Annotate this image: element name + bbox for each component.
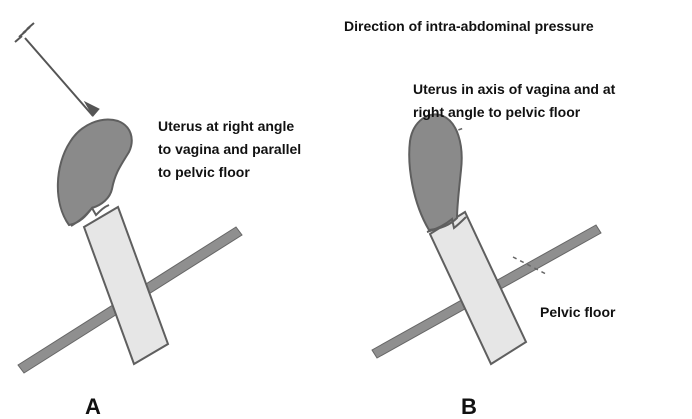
pelvic-floor-label: Pelvic floor bbox=[540, 304, 616, 320]
uterus-a-label-1: Uterus at right angle bbox=[158, 118, 294, 134]
panel-a-label: A bbox=[85, 394, 101, 419]
vagina-b bbox=[430, 212, 526, 364]
uterus-a-label-3: to pelvic floor bbox=[158, 164, 250, 180]
uterus-a-label-2: to vagina and parallel bbox=[158, 141, 301, 157]
panel-b-label: B bbox=[461, 394, 477, 419]
uterus-b-label-1: Uterus in axis of vagina and at bbox=[413, 81, 616, 97]
arrow-feather bbox=[15, 23, 34, 42]
pressure-label: Direction of intra-abdominal pressure bbox=[344, 18, 594, 34]
uterus-b bbox=[409, 114, 461, 230]
panel-a: Uterus at right angle to vagina and para… bbox=[15, 23, 301, 373]
uterus-b-label-2: right angle to pelvic floor bbox=[413, 104, 581, 120]
panel-b: Direction of intra-abdominal pressure Ut… bbox=[344, 18, 616, 364]
uterus-a bbox=[58, 120, 132, 225]
pressure-arrow bbox=[25, 38, 93, 116]
